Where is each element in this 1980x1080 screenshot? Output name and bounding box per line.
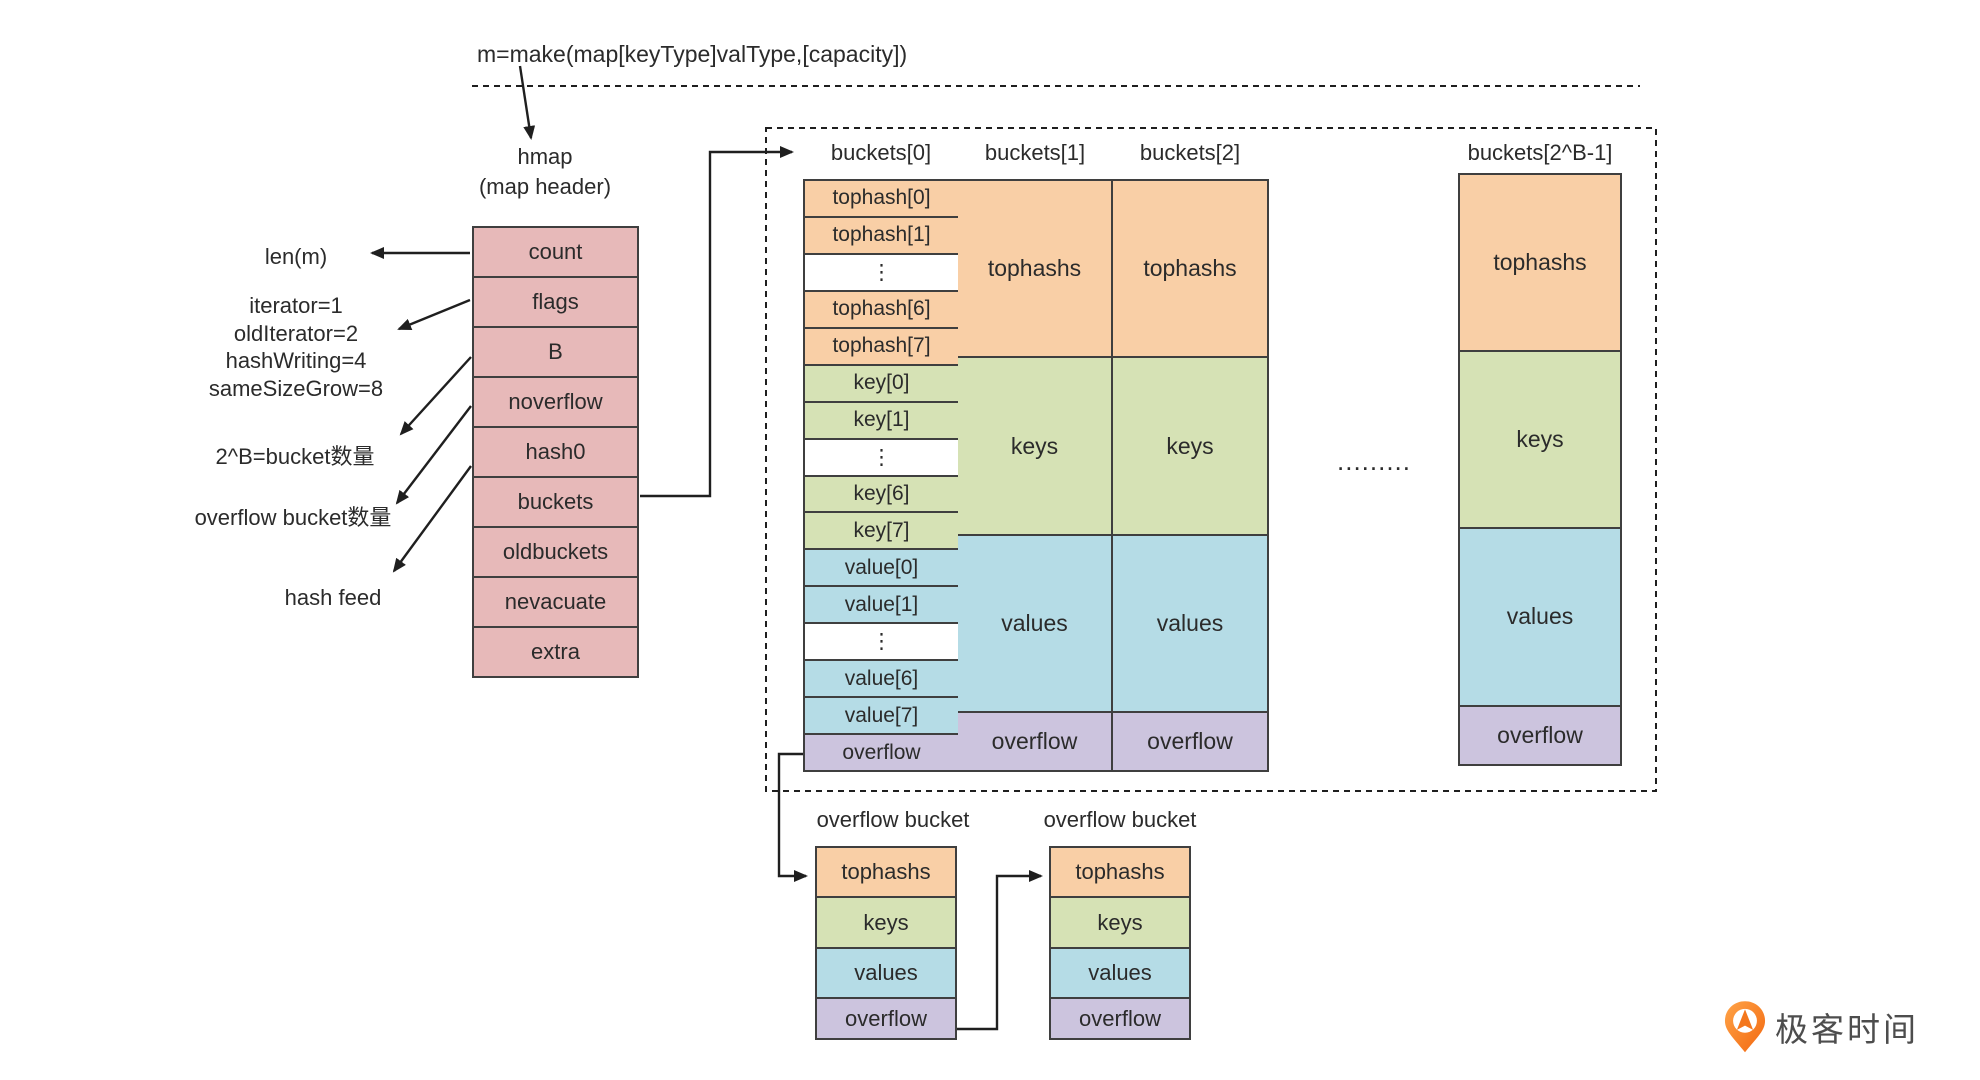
hmap-title-line1: hmap [517, 144, 573, 169]
bucket0-tophash-0: tophash[0] [805, 181, 958, 218]
bucket1-column: tophashs keys values overflow [958, 179, 1113, 772]
note-b: 2^B=bucket数量 [215, 444, 375, 469]
header-buckets-1: buckets[1] [984, 140, 1086, 165]
overflow-bucket-label-2: overflow bucket [1043, 807, 1197, 832]
hmap-field-hash0: hash0 [474, 428, 637, 478]
bucket0-value-7: value[7] [805, 698, 958, 736]
bucket-last-column: tophashs keys values overflow [1458, 173, 1622, 766]
bucket0-tophash-6: tophash[6] [805, 291, 958, 329]
bucket0-tophash-7: tophash[7] [805, 328, 958, 366]
arrow-hash0-to-note [392, 465, 472, 573]
bucket1-tophashs: tophashs [958, 181, 1111, 359]
header-buckets-last: buckets[2^B-1] [1467, 140, 1613, 165]
note-flags-hashwriting: hashWriting=4 [225, 348, 367, 373]
bucket2-values: values [1113, 535, 1267, 714]
overflow1-overflow: overflow [817, 999, 955, 1039]
bucket-last-overflow: overflow [1460, 706, 1620, 764]
note-hash-feed: hash feed [284, 585, 382, 610]
overflow1-tophashs: tophashs [817, 848, 955, 899]
hmap-field-b: B [474, 328, 637, 378]
bucket1-overflow: overflow [958, 713, 1111, 770]
bucket0-tophash-ellipsis: ⋮ [805, 254, 958, 292]
bucket0-key-1: key[1] [805, 402, 958, 440]
arrow-noverflow-to-note [395, 405, 472, 505]
hmap-struct: count flags B noverflow hash0 buckets ol… [472, 226, 639, 678]
bucket0-key-7: key[7] [805, 513, 958, 551]
hmap-field-nevacuate: nevacuate [474, 578, 637, 628]
bucket-last-values: values [1460, 529, 1620, 707]
bucket0-key-ellipsis: ⋮ [805, 439, 958, 477]
bucket0-key-0: key[0] [805, 365, 958, 403]
note-noverflow: overflow bucket数量 [194, 505, 392, 530]
header-buckets-0: buckets[0] [830, 140, 932, 165]
overflow2-values: values [1051, 948, 1189, 1000]
geektime-logo-icon [1724, 1001, 1766, 1053]
overflow2-tophashs: tophashs [1051, 848, 1189, 899]
bucket-last-tophashs: tophashs [1460, 175, 1620, 353]
bucket0-value-ellipsis: ⋮ [805, 624, 958, 662]
hmap-field-count: count [474, 228, 637, 278]
bucket1-keys: keys [958, 358, 1111, 536]
overflow1-values: values [817, 948, 955, 1000]
bucket0-value-1: value[1] [805, 587, 958, 625]
arrow-b-to-note [399, 356, 472, 436]
bucket0-key-6: key[6] [805, 476, 958, 514]
note-len: len(m) [264, 244, 328, 269]
bucket0-column: tophash[0] tophash[1] ⋮ tophash[6] topha… [803, 179, 960, 772]
geektime-logo-text: 极客时间 [1775, 1011, 1919, 1048]
arrow-overflow-to-bucket1 [777, 752, 808, 882]
bucket-last-keys: keys [1460, 352, 1620, 530]
overflow-bucket-2: tophashs keys values overflow [1049, 846, 1191, 1040]
bucket2-column: tophashs keys values overflow [1113, 179, 1269, 772]
note-flags-samesizegrow: sameSizeGrow=8 [208, 375, 384, 401]
arrow-buckets-to-array [640, 146, 794, 498]
overflow-bucket-1: tophashs keys values overflow [815, 846, 957, 1040]
overflow2-keys: keys [1051, 898, 1189, 949]
bucket1-values: values [958, 535, 1111, 714]
overflow2-overflow: overflow [1051, 999, 1189, 1039]
hmap-field-buckets: buckets [474, 478, 637, 528]
note-flags-iterator: iterator=1 [249, 293, 343, 318]
hmap-field-extra: extra [474, 628, 637, 676]
bucket0-value-6: value[6] [805, 661, 958, 699]
hmap-title-line2: (map header) [478, 174, 612, 199]
overflow1-keys: keys [817, 898, 955, 949]
bucket0-value-0: value[0] [805, 550, 958, 588]
make-formula: m=make(map[keyType]valType,[capacity]) [477, 41, 908, 67]
bucket2-tophashs: tophashs [1113, 181, 1267, 359]
bucket2-overflow: overflow [1113, 713, 1267, 770]
arrow-flags-to-notes [397, 298, 471, 331]
buckets-ellipsis: ......... [1336, 446, 1412, 476]
hmap-field-oldbuckets: oldbuckets [474, 528, 637, 578]
bucket0-tophash-1: tophash[1] [805, 217, 958, 255]
arrow-bucket1-to-bucket2 [957, 870, 1043, 1031]
note-flags: iterator=1 oldIterator=2 hashWriting=4 s… [209, 292, 383, 402]
header-buckets-2: buckets[2] [1139, 140, 1241, 165]
bucket2-keys: keys [1113, 358, 1267, 536]
hmap-field-flags: flags [474, 278, 637, 328]
overflow-bucket-label-1: overflow bucket [816, 807, 970, 832]
geektime-logo: 极客时间 [1724, 1000, 1919, 1054]
arrow-formula-to-hmap [518, 65, 536, 140]
hmap-title: hmap (map header) [479, 142, 611, 202]
note-flags-olditerator: oldIterator=2 [233, 320, 359, 346]
bucket0-overflow: overflow [805, 735, 958, 770]
hmap-field-noverflow: noverflow [474, 378, 637, 428]
